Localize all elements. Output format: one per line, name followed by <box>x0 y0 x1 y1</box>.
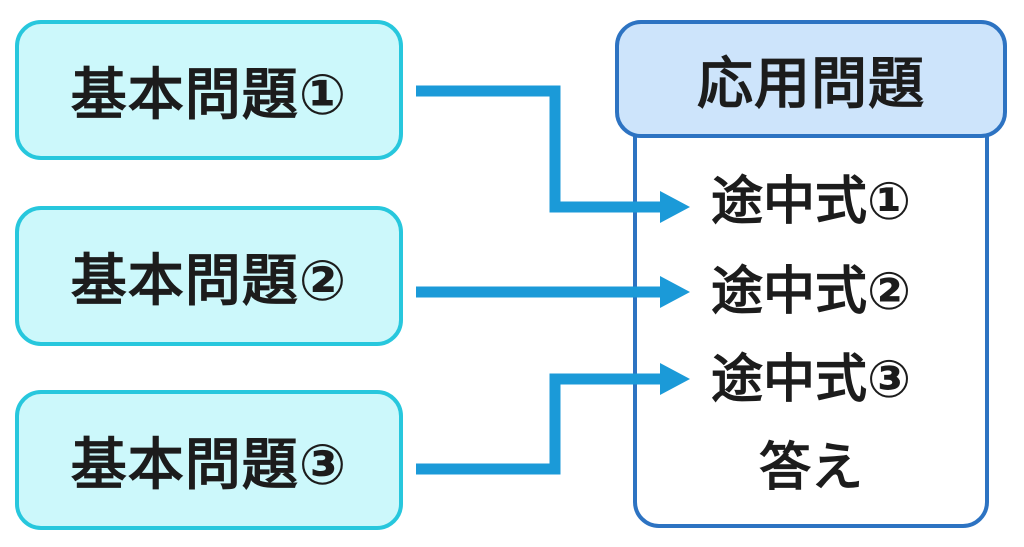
basic-problem-1-box: 基本問題① <box>15 20 403 160</box>
basic-problem-2-label: 基本問題② <box>70 248 348 314</box>
basic-problem-3-label: 基本問題③ <box>70 432 348 498</box>
intermediate-step-3: 途中式③ <box>710 350 912 410</box>
intermediate-step-1: 途中式① <box>710 172 912 232</box>
applied-problem-panel <box>633 96 989 528</box>
basic-problem-1-label: 基本問題① <box>70 62 348 128</box>
basic-problem-3-box: 基本問題③ <box>15 390 403 530</box>
applied-problem-header: 応用問題 <box>615 20 1007 138</box>
answer-label: 答え <box>758 438 863 498</box>
intermediate-step-2: 途中式② <box>710 262 912 322</box>
basic-problem-2-box: 基本問題② <box>15 206 403 346</box>
applied-problem-title: 応用問題 <box>697 51 925 117</box>
